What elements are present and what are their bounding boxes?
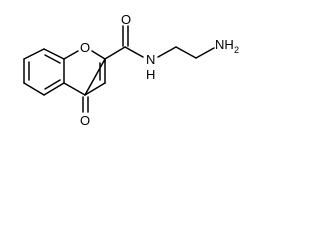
benzene-ring <box>23 48 65 96</box>
bond <box>43 82 65 96</box>
amide-group <box>104 25 144 60</box>
pyranone-ring <box>63 50 106 96</box>
amide-oxygen-label: O <box>121 12 131 27</box>
bond <box>91 50 106 60</box>
amide-hydrogen-label: H <box>146 67 155 82</box>
bond <box>104 46 126 60</box>
bond <box>84 58 106 96</box>
bond <box>23 48 45 60</box>
chromone-carboxamide-structure: O O O N H NH 2 <box>23 12 239 128</box>
bond <box>43 48 65 60</box>
bond <box>124 46 144 58</box>
double-bond-inner <box>44 54 61 64</box>
bond <box>63 50 79 60</box>
bond <box>84 82 106 96</box>
ethylamine-chain <box>157 46 215 59</box>
bond <box>195 47 215 59</box>
bond <box>157 46 177 58</box>
bond <box>23 82 45 96</box>
double-bond-inner <box>44 79 61 90</box>
ketone-oxygen-label: O <box>80 113 90 128</box>
bond <box>175 46 197 59</box>
amide-nitrogen-label: N <box>146 52 155 67</box>
ketone-group <box>82 96 89 113</box>
amine-subscript: 2 <box>234 45 239 55</box>
ring-oxygen-label: O <box>80 40 90 55</box>
bond <box>63 82 86 96</box>
amine-label: NH <box>215 37 234 52</box>
